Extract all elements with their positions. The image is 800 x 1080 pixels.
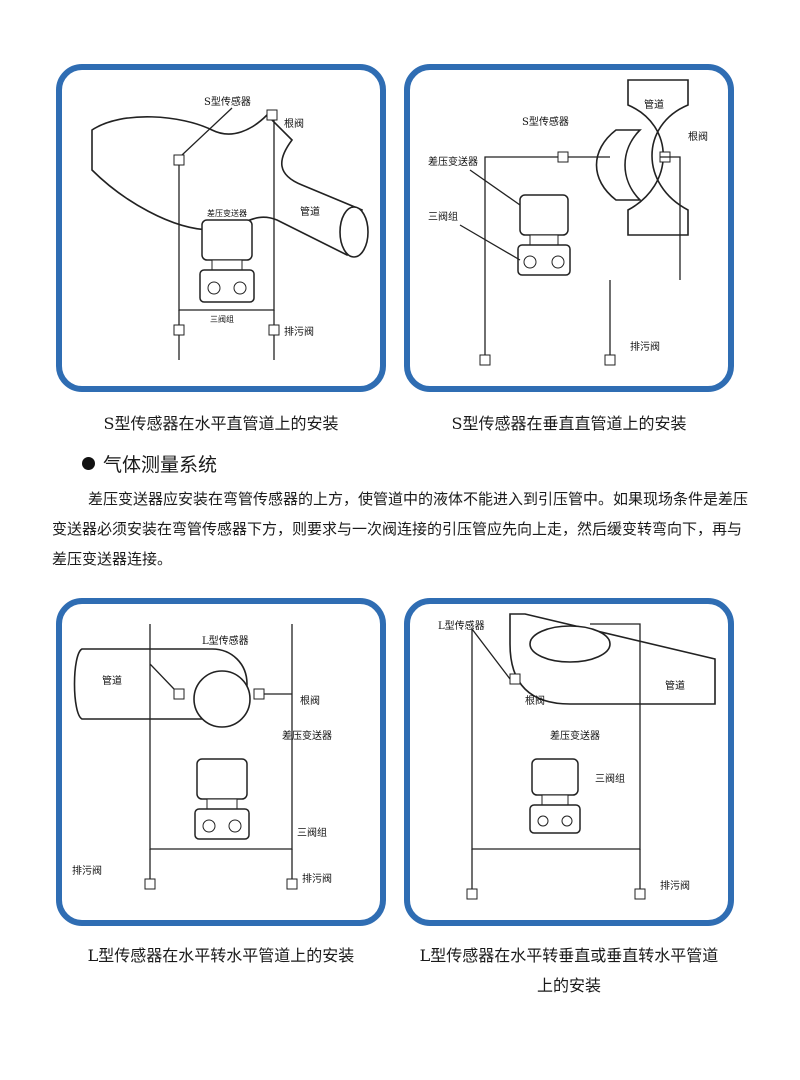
- root-valve-label: 根阀: [300, 694, 320, 707]
- sensor-label: S型传感器: [522, 115, 569, 128]
- s-sensor-vertical-diagram: 管道 S型传感器 根阀 排污阀 差压变送器 三阀组: [428, 79, 708, 366]
- manifold-label: 三阀组: [595, 772, 625, 785]
- root-valve-label: 根阀: [284, 117, 304, 130]
- transmitter-label: 差压变送器: [428, 155, 478, 168]
- drain-label: 排污阀: [284, 325, 314, 338]
- caption-panel-2: S型传感器在垂直直管道上的安装: [451, 414, 687, 433]
- root-valve-label: 根阀: [688, 130, 708, 143]
- transmitter-label: 差压变送器: [550, 729, 600, 742]
- transmitter-label: 差压变送器: [207, 208, 247, 218]
- pipe-label: 管道: [644, 98, 664, 111]
- caption-panel-1: S型传感器在水平直管道上的安装: [103, 414, 339, 433]
- root-valve-label: 根阀: [525, 694, 545, 707]
- pipe-label: 管道: [665, 679, 685, 692]
- caption-panel-3: L型传感器在水平转水平管道上的安装: [87, 946, 355, 965]
- manifold-label: 三阀组: [428, 210, 458, 223]
- pipe-label: 管道: [102, 674, 122, 687]
- manifold-label: 三阀组: [210, 314, 234, 324]
- drain-label: 排污阀: [72, 864, 102, 877]
- section-title: 气体测量系统: [82, 450, 217, 477]
- drain-label: 排污阀: [660, 879, 690, 892]
- pipe-label: 管道: [300, 205, 320, 218]
- l-sensor-vertical-diagram: 管道 L型传感器 根阀 差压变送器 三阀组 排污阀: [438, 613, 716, 900]
- sensor-label: S型传感器: [204, 95, 251, 108]
- diagram-panel-3: 管道 L型传感器 根阀 差压变送器 三阀组 排污阀 排污阀: [56, 598, 386, 926]
- sensor-label: L型传感器: [202, 634, 249, 647]
- diagram-panel-4: 管道 L型传感器 根阀 差压变送器 三阀组 排污阀: [404, 598, 734, 926]
- caption-panel-4-line2: 上的安装: [536, 976, 601, 995]
- s-sensor-horizontal-diagram: 管道 S型传感器 根阀 排污阀 差压变送器 三阀组: [91, 95, 369, 360]
- l-sensor-horizontal-diagram: 管道 L型传感器 根阀 差压变送器 三阀组 排污阀 排污阀: [72, 624, 332, 890]
- diagram-panel-2: 管道 S型传感器 根阀 排污阀 差压变送器 三阀组: [404, 64, 734, 392]
- bullet-icon: [82, 457, 95, 470]
- section-body: 差压变送器应安装在弯管传感器的上方，使管道中的液体不能进入到引压管中。如果现场条…: [52, 490, 749, 568]
- drain-label: 排污阀: [630, 340, 660, 353]
- drain-label-2: 排污阀: [302, 872, 332, 885]
- diagram-panel-1: 管道 S型传感器 根阀 排污阀 差压变送器 三阀组: [56, 64, 386, 392]
- manifold-label: 三阀组: [297, 826, 327, 839]
- sensor-label: L型传感器: [438, 619, 485, 632]
- caption-panel-4-line1: L型传感器在水平转垂直或垂直转水平管道: [419, 946, 719, 965]
- transmitter-label: 差压变送器: [282, 729, 332, 742]
